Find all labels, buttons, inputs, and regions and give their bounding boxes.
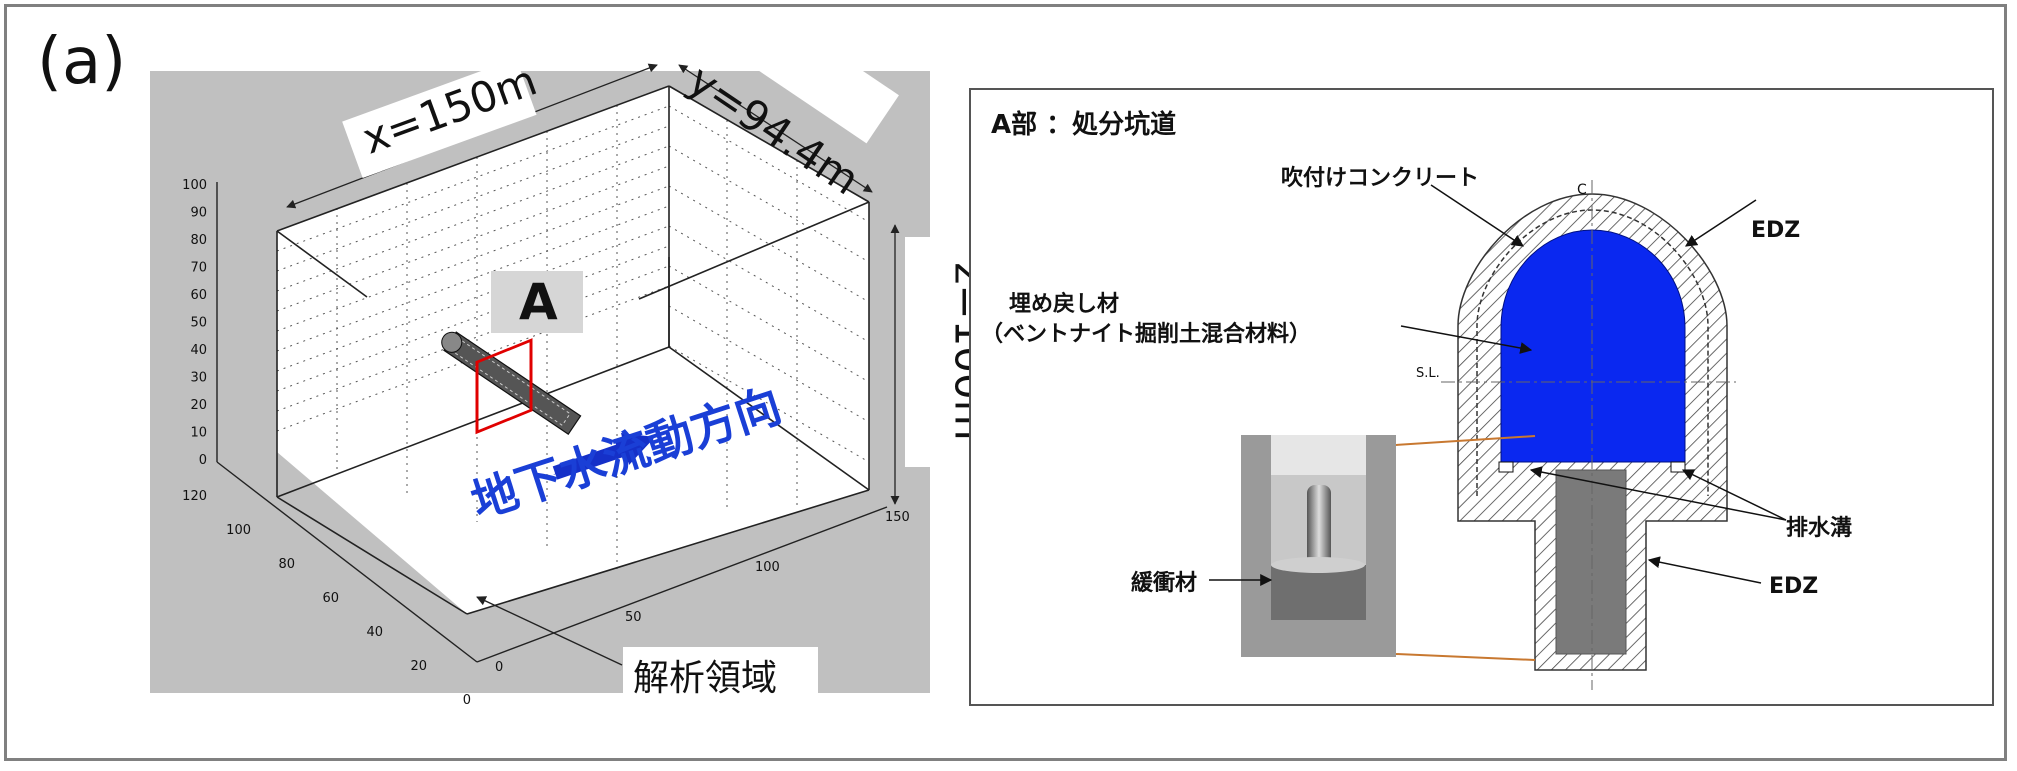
- deposition-pit: [1555, 469, 1627, 655]
- z-tick-10: 10: [190, 426, 207, 441]
- buffer-label: 緩衝材: [1131, 571, 1198, 596]
- y-tick-100: 100: [226, 523, 251, 538]
- dim-y-box: [717, 7, 899, 144]
- x-tick-100: 100: [755, 560, 780, 575]
- edz-bottom-label: EDZ: [1769, 574, 1819, 599]
- z-tick-60: 60: [190, 288, 207, 303]
- analysis-domain-box: [623, 647, 818, 693]
- drain-left: [1498, 461, 1514, 473]
- edz-top-label: EDZ: [1751, 218, 1801, 243]
- z-tick-80: 80: [190, 233, 207, 248]
- drain-right: [1670, 461, 1686, 473]
- z-tick-70: 70: [190, 261, 207, 276]
- shotcrete-label: 吹付けコンクリート: [1281, 166, 1480, 191]
- y-tick-0: 0: [463, 693, 471, 707]
- backfill-material: [1500, 229, 1686, 463]
- y-tick-80: 80: [278, 557, 295, 572]
- dim-x-box: [342, 58, 537, 178]
- panel-label: (a): [37, 25, 127, 99]
- z-tick-50: 50: [190, 316, 207, 331]
- cross-section-title: A部 ：処分坑道: [991, 110, 1177, 140]
- z-tick-0: 0: [199, 453, 207, 468]
- backfill-label-line2: （ベントナイト掘削土混合材料）: [981, 322, 1312, 347]
- y-tick-40: 40: [366, 625, 383, 640]
- x-tick-50: 50: [625, 610, 642, 625]
- x-axis-ticks: 0 50 100 150: [495, 510, 910, 675]
- z-tick-100: 100: [182, 178, 207, 193]
- z-tick-20: 20: [190, 398, 207, 413]
- z-tick-90: 90: [190, 206, 207, 221]
- analysis-domain-pointer: [476, 596, 623, 666]
- spring-line-mark: S.L.: [1416, 366, 1440, 381]
- cross-section-drawing: [1209, 180, 1787, 690]
- y-axis-ticks: 120 100 80 60 40 20 0: [182, 489, 471, 707]
- region-a-box: [491, 271, 583, 333]
- x-tick-150: 150: [885, 510, 910, 525]
- drain-label: 排水溝: [1786, 516, 1853, 541]
- cross-section-panel: A部 ：処分坑道 吹付けコンクリート EDZ 埋め戻し材 （ベントナイト掘削土混…: [969, 88, 1994, 706]
- region-a-marker: [475, 338, 533, 435]
- backfill-label-line1: 埋め戻し材: [1009, 292, 1120, 317]
- analysis-domain-3d-plot: [150, 7, 967, 693]
- buffer-inset-render: [1241, 435, 1396, 657]
- region-a-label: A: [519, 273, 558, 331]
- y-tick-60: 60: [322, 591, 339, 606]
- dim-z-box: [905, 237, 967, 467]
- figure-frame: (a): [4, 4, 2007, 761]
- y-tick-120: 120: [182, 489, 207, 504]
- tunnel-model: [441, 331, 582, 436]
- z-tick-30: 30: [190, 371, 207, 386]
- centerline-mark: C: [1577, 182, 1587, 198]
- x-tick-0: 0: [495, 660, 503, 675]
- z-tick-40: 40: [190, 343, 207, 358]
- plot-back-wall: [277, 86, 869, 614]
- y-tick-20: 20: [410, 659, 427, 674]
- analysis-domain-label: 解析領域: [633, 658, 778, 699]
- dim-line-y: [678, 64, 873, 193]
